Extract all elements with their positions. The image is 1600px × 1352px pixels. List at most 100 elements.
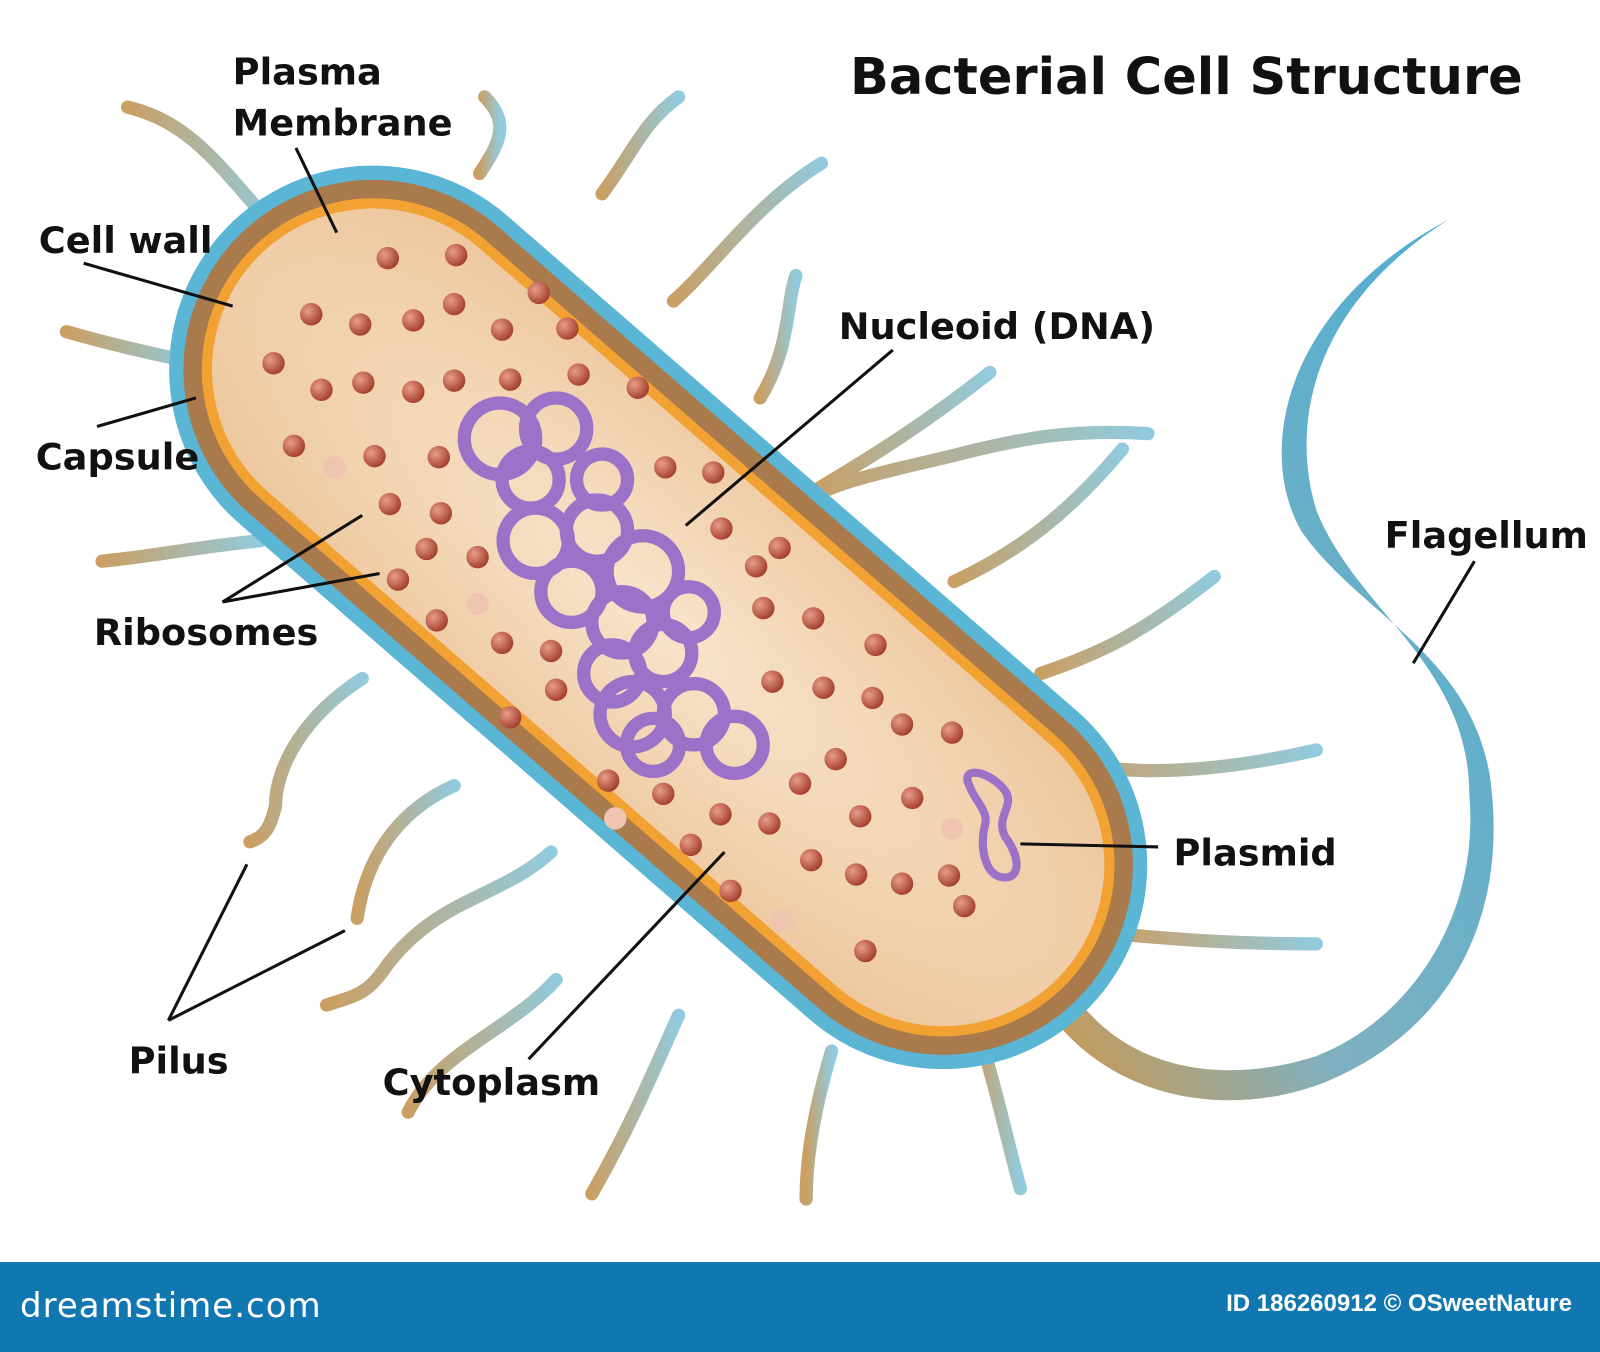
ribosome [402, 309, 425, 332]
pilus [585, 1008, 686, 1201]
ribosome [800, 848, 823, 872]
ribosome [802, 607, 825, 630]
ribosome [761, 670, 784, 693]
ribosome [940, 817, 964, 840]
ribosome [768, 536, 791, 560]
ribosome [425, 609, 448, 632]
ribosome [864, 633, 887, 657]
brand-logo[interactable]: dreamstime.com [20, 1286, 322, 1326]
ribosome [702, 461, 725, 484]
ribosome [348, 313, 372, 336]
ribosome [890, 713, 914, 736]
ribosome [466, 592, 489, 616]
ribosome [323, 456, 346, 479]
pilus [472, 90, 507, 181]
diagram-title: Bacterial Cell Structure [850, 48, 1523, 107]
ribosome [940, 721, 964, 744]
ribosome [386, 568, 410, 591]
ribosome [466, 545, 489, 569]
pilus [350, 779, 461, 925]
nucleoid-dna [457, 391, 770, 781]
plasmid [963, 768, 1021, 882]
pilus [401, 972, 563, 1119]
ribosome [604, 807, 627, 830]
ribosome [709, 803, 732, 826]
ribosome [556, 317, 579, 340]
ribosome [937, 864, 961, 887]
pilus [789, 425, 1155, 512]
ribosome [300, 303, 323, 326]
ribosome [626, 376, 649, 399]
ribosome [654, 456, 677, 479]
ribosomes [262, 243, 976, 963]
ribosome [415, 537, 438, 561]
pilus [595, 90, 686, 201]
leader-lines [83, 147, 1476, 1061]
ribosome [848, 805, 872, 828]
ribosome [861, 686, 884, 710]
ribosome [854, 939, 877, 963]
label-plasmid: Plasmid [1173, 831, 1336, 874]
footer-bar: dreamstime.com ID 186260912 © OSweetNatu… [0, 1262, 1600, 1352]
ribosome [363, 444, 386, 468]
ribosome [402, 380, 425, 404]
ribosome [498, 706, 522, 729]
ribosome [262, 352, 285, 375]
ribosome [719, 879, 742, 903]
dna-loop [656, 580, 721, 645]
ribosome [544, 678, 568, 701]
label-cytoplasm: Cytoplasm [383, 1061, 600, 1104]
ribosome [352, 371, 375, 394]
label-plasma-membrane-2: Membrane [233, 102, 453, 145]
ribosome [812, 676, 835, 699]
label-plasma-membrane: Plasma [233, 51, 382, 94]
ribosome [378, 492, 402, 516]
ribosome [310, 378, 333, 402]
ribosome [771, 909, 794, 932]
ribosome [824, 747, 847, 771]
pilus [1105, 927, 1323, 951]
pilus [95, 534, 267, 568]
ribosome [429, 502, 453, 525]
dna-loop [699, 709, 770, 781]
ribosome [539, 639, 563, 663]
ribosome [376, 246, 399, 270]
label-ribosomes: Ribosomes [94, 611, 318, 654]
ribosome [444, 243, 468, 267]
ribosome [596, 769, 620, 792]
ribosome [710, 517, 733, 540]
ribosome [752, 596, 775, 620]
pilus [243, 671, 369, 849]
ribosome [788, 772, 812, 795]
ribosome [652, 782, 675, 806]
ribosome [953, 894, 976, 918]
ribosome [758, 812, 781, 835]
ribosome [679, 833, 703, 857]
ribosome [567, 363, 590, 386]
ribosome [282, 434, 306, 458]
ribosome [442, 292, 466, 316]
label-nucleoid: Nucleoid (DNA) [839, 305, 1155, 348]
ribosome [527, 281, 551, 305]
label-capsule: Capsule [36, 435, 200, 478]
dna-loop [619, 711, 687, 779]
ribosome [490, 631, 514, 655]
label-pilus: Pilus [129, 1039, 229, 1082]
ribosome [890, 872, 914, 895]
pilus [809, 365, 997, 497]
ribosome [744, 555, 768, 578]
pilus [799, 1044, 839, 1206]
ribosome [427, 445, 451, 469]
pilus [753, 268, 803, 405]
dna-loop [569, 447, 635, 512]
dna-loop [577, 638, 648, 709]
pilus [319, 845, 558, 1012]
pilus [1034, 569, 1221, 681]
ribosome [498, 368, 522, 391]
pilus [666, 156, 829, 308]
label-cell-wall: Cell wall [39, 219, 213, 262]
pilus [947, 442, 1130, 589]
ribosome [844, 863, 868, 886]
ribosome [901, 786, 924, 810]
